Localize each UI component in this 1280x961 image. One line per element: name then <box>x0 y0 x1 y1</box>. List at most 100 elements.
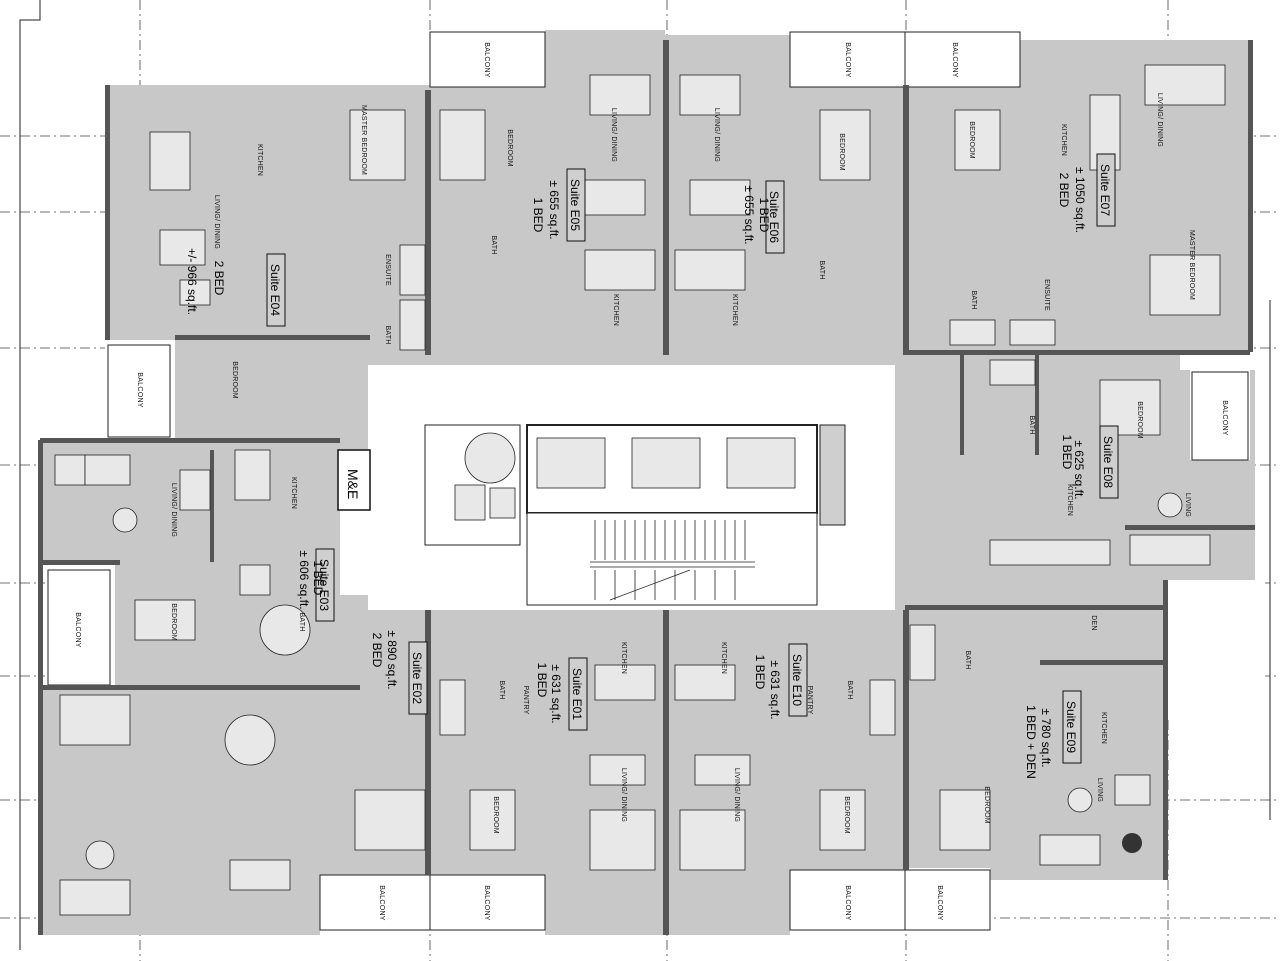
suite-area-E01: ± 631 sq.ft. <box>549 664 563 723</box>
suite-beds-E01: 1 BED <box>535 663 549 698</box>
room-label-master-bedroom: MASTER BEDROOM <box>360 105 367 175</box>
balcony-label: BALCONY <box>378 885 385 921</box>
svg-text:Suite E05: Suite E05 <box>568 179 582 231</box>
room-label-bedroom: BEDROOM <box>1136 401 1143 439</box>
balcony-label: BALCONY <box>483 42 490 78</box>
room-label-bedroom: BEDROOM <box>838 133 845 171</box>
room-label-kitchen: KITCHEN <box>1066 484 1073 516</box>
room-label-kitchen: KITCHEN <box>256 144 263 176</box>
suite-area-E04: +/- 966 sq.ft. <box>185 248 199 315</box>
svg-text:Suite E06: Suite E06 <box>767 191 781 243</box>
fixtures <box>54 64 1226 916</box>
suite-tag-E05: Suite E05 <box>566 168 586 242</box>
room-label-bedroom: BEDROOM <box>983 786 990 824</box>
room-label-pantry: PANTRY <box>522 686 529 715</box>
svg-text:Suite E10: Suite E10 <box>790 654 804 706</box>
balconies <box>47 31 1249 931</box>
suite-area-E09: ± 780 sq.ft. <box>1039 708 1053 767</box>
room-label-ensuite: ENSUITE <box>1043 279 1050 311</box>
room-label-kitchen: KITCHEN <box>731 294 738 326</box>
me-room: M&E <box>337 449 371 511</box>
room-label-den: DEN <box>1090 615 1097 630</box>
room-label-bath: BATH <box>846 681 853 700</box>
suite-tag-E07: Suite E07 <box>1096 153 1116 227</box>
room-label-living: LIVING <box>1184 493 1191 517</box>
room-label-bath: BATH <box>1028 416 1035 435</box>
suite-tag-E04: Suite E04 <box>266 253 286 327</box>
suite-tag-E09: Suite E09 <box>1062 690 1082 764</box>
suite-tag-E03: Suite E03 <box>315 548 335 622</box>
room-label-living-dining: LIVING/ DINING <box>170 483 177 537</box>
suite-area-E10: ± 631 sq.ft. <box>768 660 782 719</box>
room-label-living-dining: LIVING/ DINING <box>733 768 740 822</box>
suite-tag-E08: Suite E08 <box>1099 425 1119 499</box>
room-label-ensuite: ENSUITE <box>384 254 391 286</box>
walls <box>38 40 1255 935</box>
room-label-bedroom: BEDROOM <box>231 361 238 399</box>
balcony-label: BALCONY <box>1221 400 1228 436</box>
room-label-pantry: PANTRY <box>806 686 813 715</box>
suite-tag-E10: Suite E10 <box>788 643 808 717</box>
room-label-kitchen: KITCHEN <box>612 294 619 326</box>
site-boundary <box>19 0 1271 950</box>
room-label-living-dining: LIVING/ DINING <box>1156 93 1163 147</box>
room-label-living-dining: LIVING/ DINING <box>213 195 220 249</box>
me-room-label: M&E <box>345 469 361 499</box>
room-label-kitchen: KITCHEN <box>1060 124 1067 156</box>
balcony-label: BALCONY <box>951 42 958 78</box>
room-label-kitchen: KITCHEN <box>290 477 297 509</box>
suite-tag-E02: Suite E02 <box>408 641 428 715</box>
stair <box>590 520 755 601</box>
room-label-living-dining: LIVING/ DINING <box>713 108 720 162</box>
suite-tags: Suite E04 +/- 966 sq.ft. 2 BED Suite E05… <box>185 153 1119 779</box>
room-label-bath: BATH <box>298 613 305 632</box>
room-label-bath: BATH <box>498 681 505 700</box>
central-core <box>368 365 895 610</box>
suite-beds-E04: 2 BED <box>212 261 226 296</box>
balcony-labels: BALCONY BALCONY BALCONY BALCONY BALCONY … <box>74 42 1228 921</box>
svg-text:Suite E08: Suite E08 <box>1101 436 1115 488</box>
svg-text:Suite E09: Suite E09 <box>1064 701 1078 753</box>
svg-text:Suite E04: Suite E04 <box>268 264 282 316</box>
room-label-bedroom: BEDROOM <box>968 121 975 159</box>
suite-area-E08: ± 625 sq.ft. <box>1072 440 1086 499</box>
room-label-living-dining: LIVING/ DINING <box>610 108 617 162</box>
suite-beds-E06: 1 BED <box>757 198 771 233</box>
suite-area-E06: ± 655 sq.ft. <box>742 185 756 244</box>
room-label-kitchen: KITCHEN <box>620 642 627 674</box>
balcony-label: BALCONY <box>936 885 943 921</box>
room-label-bedroom: BEDROOM <box>506 129 513 167</box>
balcony-label: BALCONY <box>844 885 851 921</box>
room-label-bath: BATH <box>384 326 391 345</box>
suite-area-E03: ± 606 sq.ft. <box>297 550 311 609</box>
svg-text:Suite E07: Suite E07 <box>1098 164 1112 216</box>
svg-text:Suite E03: Suite E03 <box>317 559 331 611</box>
balcony-label: BALCONY <box>844 42 851 78</box>
room-label-kitchen: KITCHEN <box>720 642 727 674</box>
suite-area-E02: ± 890 sq.ft. <box>385 630 399 689</box>
balcony-label: BALCONY <box>74 612 81 648</box>
suite-tag-E01: Suite E01 <box>568 657 588 731</box>
suite-beds-E09: 1 BED + DEN <box>1024 705 1038 779</box>
suite-beds-E10: 1 BED <box>753 655 767 690</box>
room-label-bath: BATH <box>970 291 977 310</box>
room-label-bath: BATH <box>964 651 971 670</box>
suite-beds-E05: 1 BED <box>531 198 545 233</box>
suite-area-E05: ± 655 sq.ft. <box>547 180 561 239</box>
suite-tag-E06: Suite E06 <box>765 180 785 254</box>
svg-text:Suite E01: Suite E01 <box>570 668 584 720</box>
room-label-bedroom: BEDROOM <box>170 603 177 641</box>
room-label-living: LIVING <box>1096 778 1103 802</box>
room-label-bath: BATH <box>818 261 825 280</box>
suite-beds-E03: 1 BED <box>311 561 325 596</box>
room-labels: KITCHEN LIVING/ DINING MASTER BEDROOM EN… <box>170 93 1195 834</box>
room-label-living-dining: LIVING/ DINING <box>620 768 627 822</box>
suite-beds-E08: 1 BED <box>1060 435 1074 470</box>
room-label-bath: BATH <box>490 236 497 255</box>
balcony-label: BALCONY <box>483 885 490 921</box>
suite-area-E07: ± 1050 sq.ft. <box>1073 167 1087 233</box>
room-label-master-bedroom: MASTER BEDROOM <box>1188 230 1195 300</box>
svg-text:Suite E02: Suite E02 <box>410 652 424 704</box>
room-label-bedroom: BEDROOM <box>492 796 499 834</box>
